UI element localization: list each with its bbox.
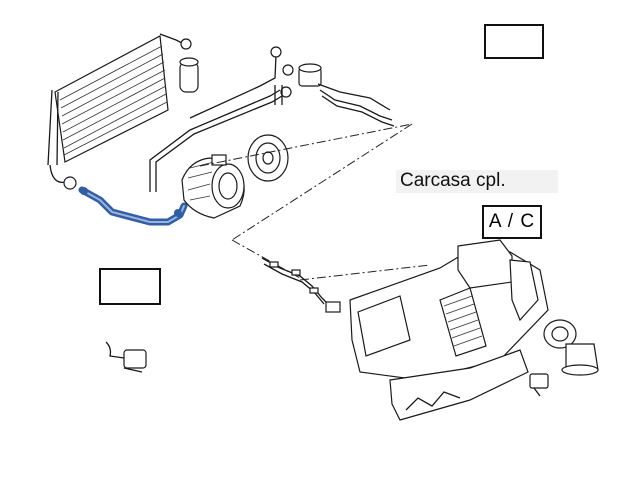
wiring-harness[interactable]	[261, 257, 341, 313]
pressure-switch-inset[interactable]	[484, 24, 544, 59]
ac-system-label: A / C	[482, 205, 542, 239]
sensor-inset[interactable]	[99, 268, 161, 305]
receiver-drier[interactable]	[179, 57, 199, 93]
blower-resistor[interactable]	[529, 373, 549, 397]
refrigerant-lines	[149, 46, 395, 192]
temperature-sensor[interactable]	[105, 341, 147, 373]
hvac-housing[interactable]	[349, 239, 549, 421]
compressor-to-condenser-hose[interactable]	[78, 186, 188, 226]
compressor[interactable]	[181, 154, 245, 219]
blower-motor[interactable]	[543, 319, 599, 376]
assembly-label: Carcasa cpl.	[396, 170, 558, 193]
condenser[interactable]	[47, 33, 192, 190]
clutch-pulley[interactable]	[247, 134, 289, 182]
